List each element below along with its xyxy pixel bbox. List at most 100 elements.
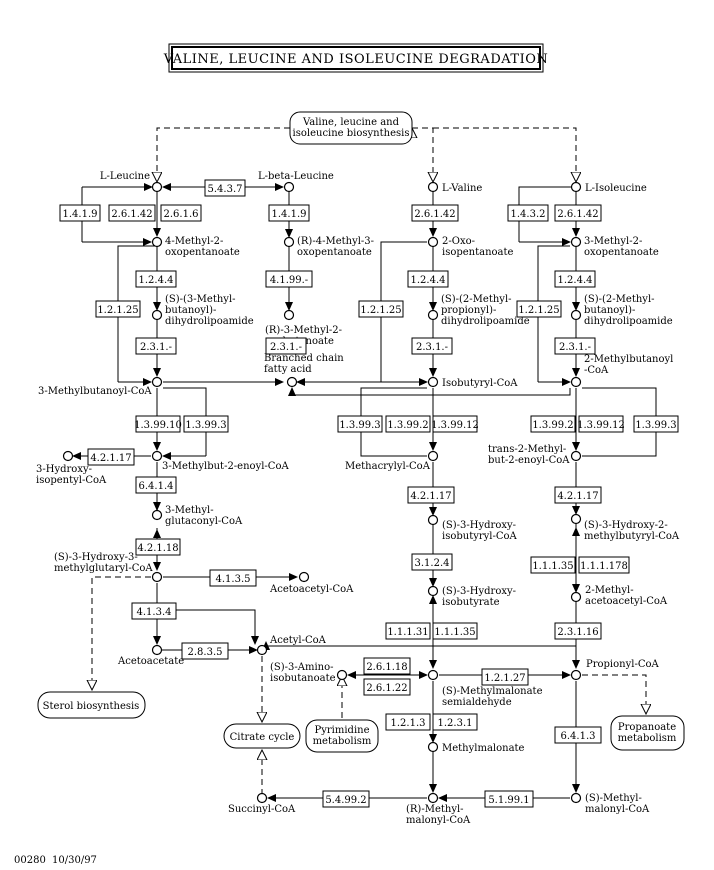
- compound-hmg-coa[interactable]: [151, 571, 163, 583]
- compound-l-valine[interactable]: [427, 181, 439, 193]
- compound-s-3-aminoisobutanoate[interactable]: [336, 669, 348, 681]
- enzyme-5-1-99-1[interactable]: 5.1.99.1: [484, 790, 534, 808]
- enzyme-1-2-3-1[interactable]: 1.2.3.1: [432, 713, 478, 731]
- enzyme-1-2-1-25[interactable]: 1.2.1.25: [516, 300, 562, 318]
- enzyme-1-4-1-9[interactable]: 1.4.1.9: [59, 204, 101, 222]
- svg-text:1.1.1.31: 1.1.1.31: [387, 627, 428, 638]
- compound-r-4-methyl-3-oxopentanoate[interactable]: [283, 236, 295, 248]
- compound-s-methylmalonyl-coa[interactable]: [570, 792, 582, 804]
- svg-text:Sterol biosynthesis: Sterol biosynthesis: [43, 701, 140, 712]
- enzyme-1-3-99-12[interactable]: 1.3.99.12: [431, 415, 479, 433]
- enzyme-1-1-1-35[interactable]: 1.1.1.35: [530, 556, 576, 574]
- compound-3-methylbut-2-enoyl-coa[interactable]: [151, 450, 163, 462]
- enzyme-1-3-99-3[interactable]: 1.3.99.3: [183, 415, 229, 433]
- enzyme-2-6-1-42[interactable]: 2.6.1.42: [108, 204, 156, 222]
- compound-methylmalonate[interactable]: [427, 741, 439, 753]
- compound-3-methylbutanoyl-coa[interactable]: [151, 376, 163, 388]
- compound-s-3-hydroxy-2-methylbutyryl-coa[interactable]: [570, 513, 582, 525]
- compound-methacrylyl-coa[interactable]: [427, 450, 439, 462]
- enzyme-1-2-1-27[interactable]: 1.2.1.27: [481, 668, 529, 686]
- compound-2-methylbutanoyl-coa[interactable]: [570, 376, 582, 388]
- enzyme-1-3-99-3[interactable]: 1.3.99.3: [337, 415, 383, 433]
- enzyme-2-3-1-16[interactable]: 2.3.1.16: [554, 622, 602, 640]
- compound-l-leucine[interactable]: [151, 181, 163, 193]
- compound-r-methylmalonyl-coa[interactable]: [427, 792, 439, 804]
- enzyme-1-2-4-4[interactable]: 1.2.4.4: [554, 270, 596, 288]
- compound-acetyl-coa[interactable]: [256, 644, 268, 656]
- compound-s-3-hydroxyisobutyrate[interactable]: [427, 585, 439, 597]
- enzyme-5-4-3-7[interactable]: 5.4.3.7: [204, 179, 246, 197]
- enzyme-2-6-1-42[interactable]: 2.6.1.42: [554, 204, 602, 222]
- enzyme-4-1-3-5[interactable]: 4.1.3.5: [209, 569, 257, 587]
- enzyme-5-4-99-2[interactable]: 5.4.99.2: [322, 790, 370, 808]
- enzyme-1-3-99-10[interactable]: 1.3.99.10: [134, 415, 182, 433]
- enzyme-1-4-3-2[interactable]: 1.4.3.2: [507, 204, 549, 222]
- enzyme-2-8-3-5[interactable]: 2.8.3.5: [181, 642, 229, 660]
- svg-text:Citrate cycle: Citrate cycle: [230, 732, 295, 743]
- compound-s-3-methylbutanoyl-dihydrolipoamide[interactable]: [151, 309, 163, 321]
- enzyme-1-3-99-12[interactable]: 1.3.99.12: [577, 415, 625, 433]
- enzyme-2-3-1--[interactable]: 2.3.1.-: [411, 337, 453, 355]
- enzyme-1-1-1-31[interactable]: 1.1.1.31: [385, 622, 431, 640]
- enzyme-3-1-2-4[interactable]: 3.1.2.4: [411, 553, 453, 571]
- enzyme-4-2-1-18[interactable]: 4.2.1.18: [135, 538, 181, 556]
- enzyme-4-2-1-17[interactable]: 4.2.1.17: [87, 448, 135, 466]
- compound-s-2-methylpropionyl-dihydrolipoamide[interactable]: [427, 309, 439, 321]
- compound-3-methyl-2-oxopentanoate[interactable]: [570, 236, 582, 248]
- compound-4-methyl-2-oxopentanoate[interactable]: [151, 236, 163, 248]
- compound-branched-chain-fatty-acid[interactable]: [286, 376, 298, 388]
- compound-acetoacetate[interactable]: [151, 644, 163, 656]
- enzyme-1-4-1-9[interactable]: 1.4.1.9: [268, 204, 310, 222]
- map-link-sterol-biosynthesis[interactable]: Sterol biosynthesis: [37, 691, 146, 719]
- compound-2-oxo-isopentanoate[interactable]: [427, 236, 439, 248]
- compound-l-beta-leucine[interactable]: [283, 181, 295, 193]
- compound-r-3-methyl-2-oxobutanoate[interactable]: [283, 309, 295, 321]
- compound-trans-2-methylbut-2-enoyl-coa[interactable]: [570, 450, 582, 462]
- svg-text:2.3.1.-: 2.3.1.-: [416, 342, 448, 353]
- enzyme-1-3-99-2[interactable]: 1.3.99.2: [530, 415, 576, 433]
- enzyme-1-2-1-25[interactable]: 1.2.1.25: [358, 300, 404, 318]
- enzyme-4-2-1-17[interactable]: 4.2.1.17: [554, 486, 602, 504]
- enzyme-2-6-1-22[interactable]: 2.6.1.22: [363, 678, 411, 696]
- enzyme-6-4-1-4[interactable]: 6.4.1.4: [135, 476, 177, 494]
- compound-s-methylmalonate-semialdehyde[interactable]: [427, 669, 439, 681]
- enzyme-1-1-1-178[interactable]: 1.1.1.178: [578, 556, 630, 574]
- enzyme-4-1-3-4[interactable]: 4.1.3.4: [131, 602, 177, 620]
- enzyme-1-3-99-2[interactable]: 1.3.99.2: [385, 415, 431, 433]
- enzyme-1-1-1-35[interactable]: 1.1.1.35: [432, 622, 478, 640]
- compound-propionyl-coa[interactable]: [570, 669, 582, 681]
- compound-l-isoleucine[interactable]: [570, 181, 582, 193]
- compound-2-methylacetoacetyl-coa[interactable]: [570, 591, 582, 603]
- enzyme-4-2-1-17[interactable]: 4.2.1.17: [407, 486, 455, 504]
- enzyme-2-3-1--[interactable]: 2.3.1.-: [135, 337, 177, 355]
- compound-isobutyryl-coa[interactable]: [427, 376, 439, 388]
- enzyme-2-3-1--[interactable]: 2.3.1.-: [265, 337, 307, 355]
- enzyme-1-2-1-3[interactable]: 1.2.1.3: [385, 713, 431, 731]
- enzyme-1-3-99-3[interactable]: 1.3.99.3: [633, 415, 679, 433]
- compound-s-3-hydroxyisobutyryl-coa[interactable]: [427, 514, 439, 526]
- enzyme-2-6-1-18[interactable]: 2.6.1.18: [363, 657, 411, 675]
- enzyme-2-3-1--[interactable]: 2.3.1.-: [554, 337, 596, 355]
- compound-3-methylglutaconyl-coa[interactable]: [151, 509, 163, 521]
- svg-text:1.3.99.3: 1.3.99.3: [339, 420, 380, 431]
- enzyme-2-6-1-6[interactable]: 2.6.1.6: [160, 204, 202, 222]
- enzyme-1-2-4-4[interactable]: 1.2.4.4: [407, 270, 449, 288]
- svg-text:1.3.99.12: 1.3.99.12: [577, 420, 625, 431]
- enzyme-1-2-4-4[interactable]: 1.2.4.4: [135, 270, 177, 288]
- enzyme-2-6-1-42[interactable]: 2.6.1.42: [411, 204, 459, 222]
- svg-text:4.2.1.17: 4.2.1.17: [90, 453, 131, 464]
- map-link-citrate-cycle[interactable]: Citrate cycle: [223, 723, 301, 749]
- compound-acetoacetyl-coa[interactable]: [298, 571, 310, 583]
- compound-succinyl-coa[interactable]: [256, 792, 268, 804]
- enzyme-1-2-1-25[interactable]: 1.2.1.25: [95, 300, 141, 318]
- compound-s-2-methylbutanoyl-dihydrolipoamide[interactable]: [570, 309, 582, 321]
- compound-3-hydroxy-isopentyl-coa[interactable]: [62, 450, 74, 462]
- svg-text:1.2.4.4: 1.2.4.4: [558, 275, 593, 286]
- enzyme-4-1-99--[interactable]: 4.1.99.-: [265, 270, 313, 288]
- enzyme-6-4-1-3[interactable]: 6.4.1.3: [554, 726, 602, 744]
